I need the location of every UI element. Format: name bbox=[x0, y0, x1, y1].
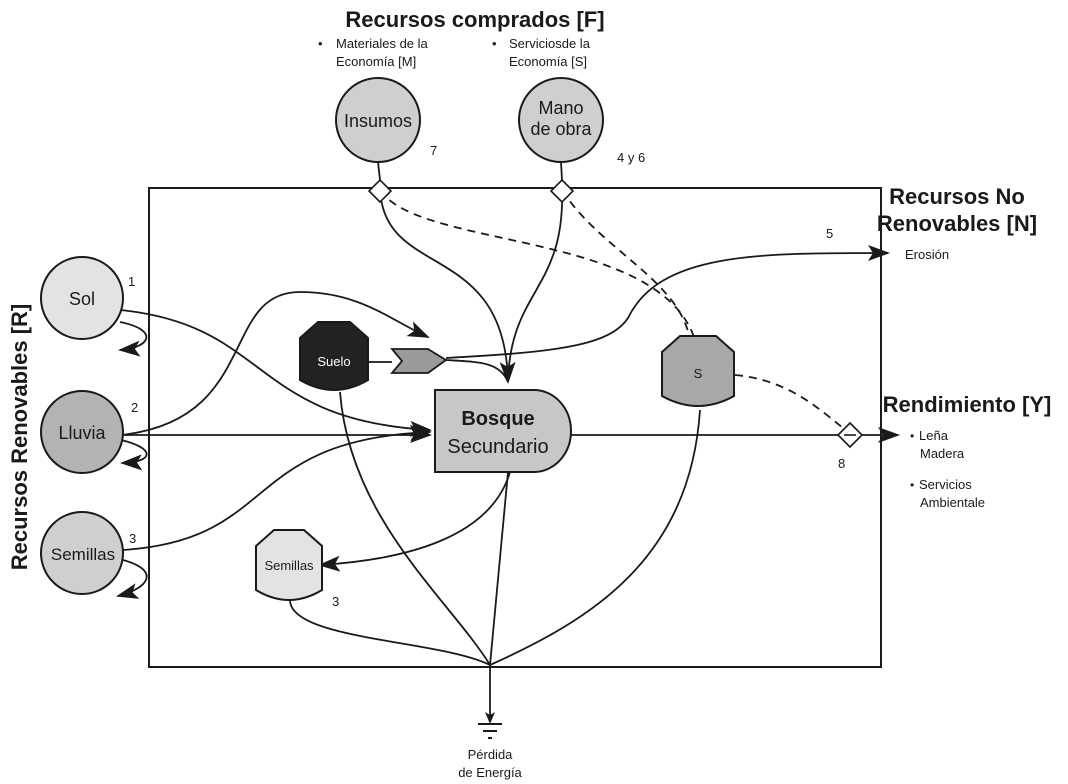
yield-title: Rendimiento [Y] bbox=[883, 392, 1052, 417]
services-line-1: Serviciosde la bbox=[509, 36, 591, 51]
nonrenewables-title-1: Recursos No bbox=[889, 184, 1025, 209]
source-mano-label-1: Mano bbox=[538, 98, 583, 118]
money-insumos bbox=[379, 189, 696, 341]
storage-semillas-number: 3 bbox=[332, 594, 339, 609]
bosque-secundario: Bosque Secundario bbox=[434, 389, 572, 473]
money-s-yield bbox=[734, 374, 849, 433]
sink-semillas bbox=[289, 599, 491, 666]
source-mano-label-2: de obra bbox=[530, 119, 592, 139]
sink-label-2: de Energía bbox=[458, 765, 522, 780]
yield-number: 8 bbox=[838, 456, 845, 471]
flow-semillas-bosque bbox=[122, 424, 432, 551]
services-line-2: Economía [S] bbox=[509, 54, 587, 69]
source-insumos: Insumos bbox=[335, 77, 421, 163]
storage-s-label: S bbox=[694, 366, 703, 381]
transaction-yield bbox=[836, 421, 864, 449]
source-insumos-number: 7 bbox=[430, 143, 437, 158]
storage-suelo: Suelo bbox=[299, 321, 369, 391]
transaction-diamonds bbox=[367, 178, 864, 449]
sink-label-1: Pérdida bbox=[468, 747, 514, 762]
source-lluvia: Lluvia bbox=[40, 390, 124, 474]
flow-interaction-bosque bbox=[445, 359, 509, 383]
purchased-bullet-2: • bbox=[492, 36, 497, 51]
flow-bosque-semillas bbox=[318, 471, 511, 572]
source-insumos-label: Insumos bbox=[344, 111, 412, 131]
storage-s: S bbox=[661, 335, 735, 407]
bosque-label-2: Secundario bbox=[447, 436, 548, 458]
sink-s bbox=[489, 409, 701, 666]
bosque-label-1: Bosque bbox=[461, 408, 534, 430]
source-semillas-number: 3 bbox=[129, 531, 136, 546]
storage-semillas: Semillas bbox=[255, 529, 323, 601]
yield-item-2-line-2: Ambientale bbox=[920, 495, 985, 510]
yield-item-2-line-1: Servicios bbox=[919, 477, 972, 492]
source-semillas: Semillas bbox=[40, 511, 124, 595]
source-lluvia-number: 2 bbox=[131, 400, 138, 415]
interaction-symbol bbox=[390, 348, 448, 374]
flow-lluvia-loop bbox=[120, 439, 148, 471]
flow-sol-bosque bbox=[119, 309, 432, 437]
flow-semillas-loop bbox=[116, 559, 148, 599]
source-sol: Sol bbox=[40, 256, 124, 340]
renewables-title: Recursos Renovables [R] bbox=[7, 304, 32, 571]
yield-item-1-line-1: Leña bbox=[919, 428, 949, 443]
source-lluvia-label: Lluvia bbox=[58, 423, 106, 443]
source-semillas-label: Semillas bbox=[51, 545, 115, 564]
money-mano bbox=[561, 189, 691, 341]
storage-suelo-label: Suelo bbox=[317, 354, 350, 369]
transaction-insumos bbox=[367, 178, 393, 204]
erosion-label: Erosión bbox=[905, 247, 949, 262]
nonrenewables-title-2: Renovables [N] bbox=[877, 211, 1037, 236]
source-sol-number: 1 bbox=[128, 274, 135, 289]
sink-bosque bbox=[489, 471, 509, 666]
storage-semillas-label: Semillas bbox=[264, 558, 314, 573]
flow-sol-loop bbox=[118, 321, 148, 357]
purchased-title: Recursos comprados [F] bbox=[345, 7, 604, 32]
materials-line-2: Economía [M] bbox=[336, 54, 416, 69]
flow-lluvia-suelo bbox=[120, 291, 430, 436]
source-mano-de-obra: Mano de obra bbox=[518, 77, 604, 163]
money-lines bbox=[379, 189, 849, 433]
flow-insumos-bosque bbox=[379, 189, 516, 384]
source-sol-label: Sol bbox=[69, 289, 95, 309]
transaction-mano bbox=[549, 178, 575, 204]
flow-lines bbox=[116, 189, 900, 724]
purchased-bullet-1: • bbox=[318, 36, 323, 51]
materials-line-1: Materiales de la bbox=[336, 36, 429, 51]
flow-mano-bosque bbox=[507, 189, 563, 383]
yield-bullet-1: • bbox=[910, 429, 914, 443]
yield-item-1-line-2: Madera bbox=[920, 446, 965, 461]
sink-suelo bbox=[339, 391, 491, 666]
erosion-number: 5 bbox=[826, 226, 833, 241]
yield-bullet-2: • bbox=[910, 478, 914, 492]
heat-sink-symbol bbox=[478, 723, 502, 739]
source-mano-number: 4 y 6 bbox=[617, 150, 645, 165]
flow-erosion bbox=[445, 244, 890, 359]
